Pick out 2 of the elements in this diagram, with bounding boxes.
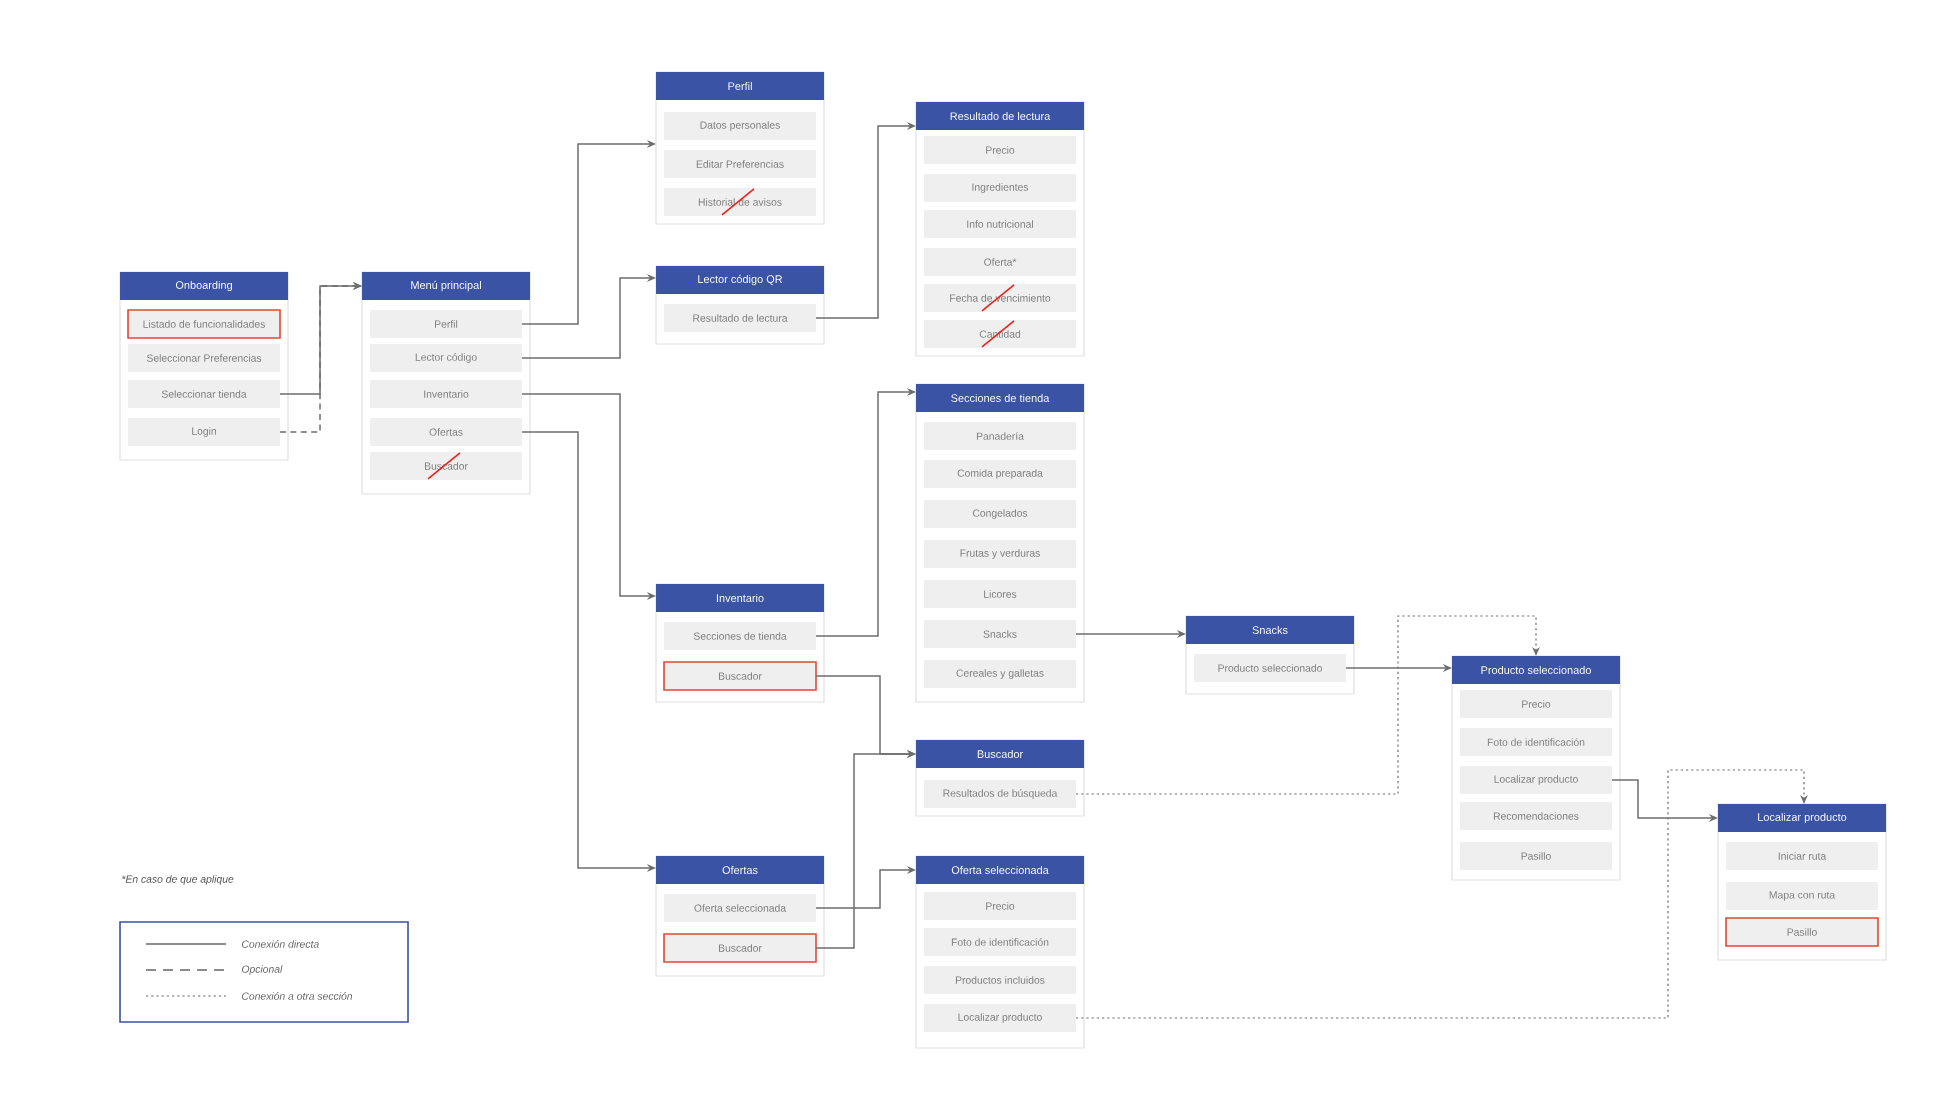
connector-arrow — [1075, 769, 1808, 1019]
connector-arrow — [1075, 615, 1540, 795]
